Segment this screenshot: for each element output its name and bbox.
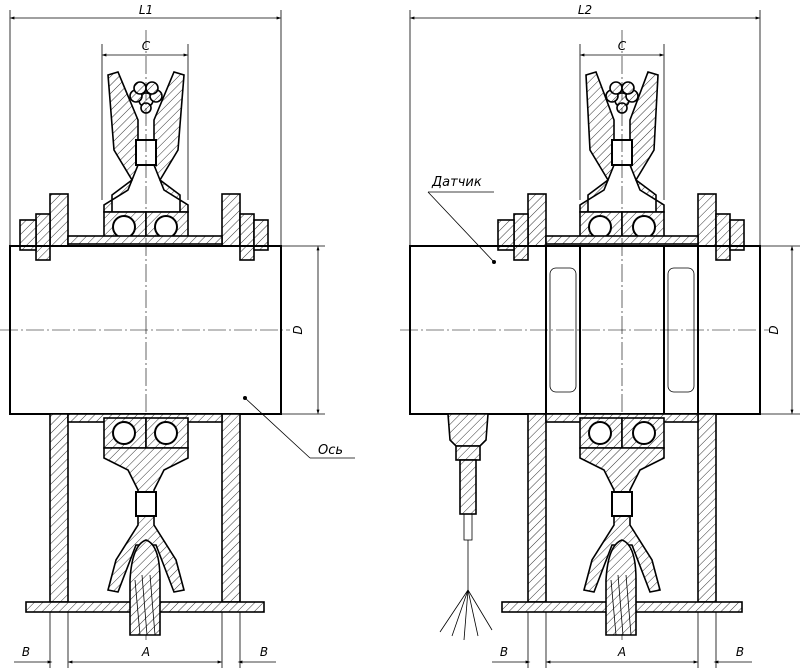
axle-left	[0, 245, 290, 415]
sensor-cable	[439, 413, 493, 641]
dim-label-d-right: D	[767, 325, 781, 334]
dim-label-c-right: C	[618, 39, 627, 53]
left-view: L1 C	[0, 3, 355, 668]
dimension-c-right: C	[579, 39, 665, 200]
axle-right	[400, 245, 770, 415]
flange-upper-left	[19, 193, 269, 261]
dimension-c-left: C	[101, 39, 189, 200]
dim-label-b-left-2: B	[260, 645, 268, 659]
dim-label-l1: L1	[139, 3, 153, 17]
pulley-lower-right	[579, 447, 665, 593]
dim-label-a-right: A	[617, 645, 626, 659]
dimension-l2: L2	[409, 3, 761, 246]
sensor-callout-label: Датчик	[431, 175, 482, 190]
dimension-d-left: D	[281, 245, 325, 415]
bearing-lower-left	[103, 417, 189, 449]
axle-leader: Ось	[244, 397, 355, 459]
dimension-base-left: A B B	[14, 612, 276, 668]
dim-label-b-left-1: B	[22, 645, 30, 659]
dim-label-l2: L2	[578, 3, 592, 17]
dim-label-a-left: A	[141, 645, 150, 659]
dimension-l1: L1	[9, 3, 282, 246]
right-view: L2 C	[400, 3, 800, 668]
pulley-lower-left	[103, 447, 189, 593]
dim-label-b-right-2: B	[736, 645, 744, 659]
dim-label-d-left: D	[291, 325, 305, 334]
sensor-leader: Датчик	[427, 175, 495, 263]
axle-callout-label: Ось	[318, 443, 343, 458]
rope-lower-left	[129, 539, 161, 636]
dimension-d-right: D	[760, 245, 800, 415]
dim-label-c-left: C	[142, 39, 151, 53]
dim-label-b-right-1: B	[500, 645, 508, 659]
dimension-base-right: A B B	[492, 612, 752, 668]
bearing-lower-right	[579, 417, 665, 449]
rope-lower-right	[605, 539, 637, 636]
